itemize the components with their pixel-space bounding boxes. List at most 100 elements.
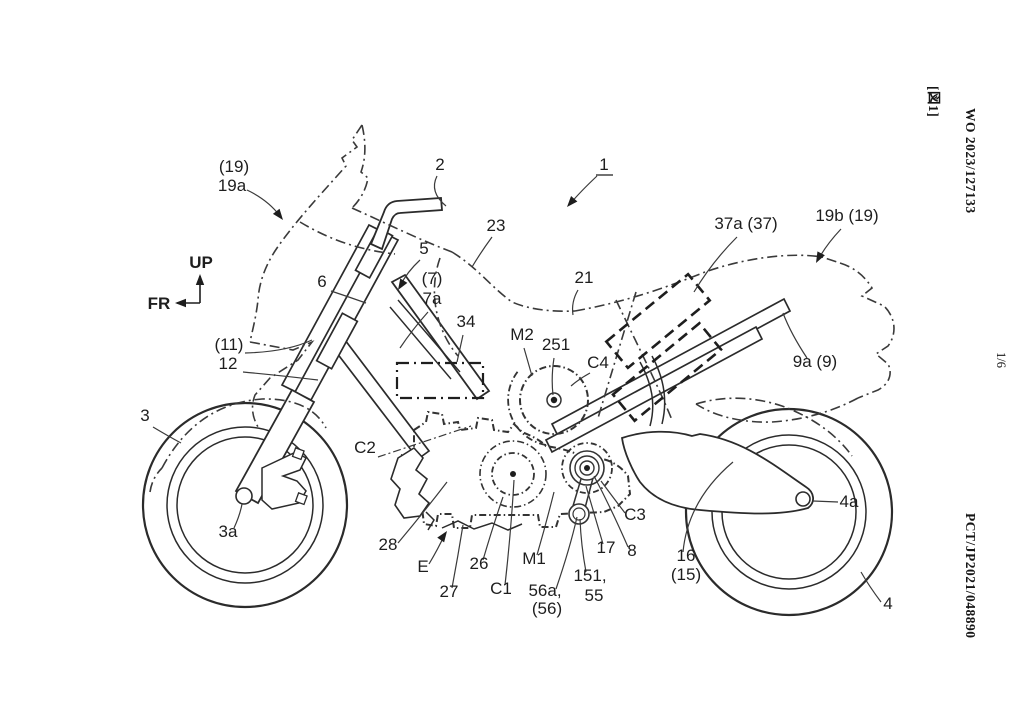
ref-55: 55 [585,586,604,605]
ref-3a: 3a [219,522,238,541]
arrowhead-19a [272,208,283,220]
seat-rail-lower [544,325,764,454]
figure-number-label: [図1] [926,86,941,117]
link-pivot-inner [572,507,586,521]
leader-27 [451,524,464,589]
rear-rim-outer [711,434,867,590]
ref-12: 12 [219,354,238,373]
leader-28 [397,481,448,544]
swingarm-body [621,430,814,515]
leader-7a [399,311,429,349]
leader-37a [693,236,738,293]
leader-12 [242,371,319,381]
front-wheel [141,401,349,609]
margin-text: [図1] WO 2023/127133 1/6 PCT/JP2021/04889… [926,86,1008,639]
leader-3 [152,426,182,444]
leader-21 [571,289,579,316]
arrowhead-19b [816,251,825,263]
caliper-tab-lower [294,492,308,506]
ref-4: 4 [883,594,892,613]
tail-bottom-edge [695,397,859,423]
link-arm [572,477,594,509]
ref-15: (15) [671,565,701,584]
ref-21: 21 [575,268,594,287]
orientation-legend: UP FR [148,253,213,313]
motor2-circle [519,365,589,435]
sheet-number: 1/6 [994,352,1008,368]
ref-7: (7) [422,269,443,288]
front-arrow-icon [175,298,186,308]
ref-17: 17 [597,538,616,557]
leader-4a [812,500,839,503]
ref-56: (56) [532,599,562,618]
component-box-37a-lower [611,321,723,423]
leader-4 [860,571,882,603]
leader-c4 [570,372,591,387]
arrowhead-e [437,531,447,543]
ref-28: 28 [379,535,398,554]
leader-8 [593,475,629,548]
leader-c1 [504,479,515,586]
axis-c3-center [584,465,590,471]
main-frame-spar [390,273,491,401]
ref-23: 23 [487,216,506,235]
ref-1: 1 [599,155,608,174]
front-tire [141,401,349,609]
leader-c3 [600,480,626,514]
up-arrow-icon [195,274,205,285]
ref-3: 3 [140,406,149,425]
fork-lower-slider [234,388,316,505]
windscreen-left-edge [249,124,363,343]
leader-11 [244,339,313,354]
ref-c1: C1 [490,579,512,598]
leader-151 [579,518,587,573]
link-pivot-outer [568,503,590,525]
leader-17 [585,485,604,545]
ref-m1: M1 [522,549,546,568]
axis-c1-center [510,471,516,477]
orientation-front-label: FR [148,294,171,313]
arrowhead-1 [567,195,578,207]
leader-34 [456,334,464,363]
leader-26 [482,496,504,561]
caliper-tab-upper [291,447,305,461]
ref-19b: 19b (19) [815,206,878,225]
sprocket-outer-circle [561,442,613,494]
front-axle [235,487,253,505]
leader-c2 [377,425,472,458]
leader-2 [433,175,447,207]
windscreen-right-edge [351,124,369,209]
ref-27: 27 [440,582,459,601]
ref-e: E [417,557,428,576]
frame-inner-tube [389,299,461,380]
ref-26: 26 [470,554,489,573]
leader-lines [152,175,882,603]
ref-19a: 19a [218,176,247,195]
handlebar [369,197,443,251]
leader-9a [782,312,808,359]
application-number: PCT/JP2021/048890 [963,513,978,639]
publication-number: WO 2023/127133 [963,108,978,214]
engine-hanger [390,446,431,519]
leader-23 [471,236,493,268]
leader-56a [555,516,578,590]
axis-c4-center [550,396,558,404]
component-box-34 [395,361,485,400]
ref-6: 6 [317,272,326,291]
bodywork [149,124,895,493]
ref-9a: 9a (9) [793,352,837,371]
frame [328,273,491,461]
leader-m2 [523,347,533,377]
ref-2: 2 [435,155,444,174]
rear-axle [795,491,811,507]
ref-16: 16 [677,546,696,565]
ref-151: 151, [573,566,606,585]
seat-tail-top [574,254,841,312]
ref-c2: C2 [354,438,376,457]
reference-labels: (19) 19a 2 1 23 5 6 (7) 7a 34 21 M2 251 … [140,155,892,618]
leader-3a [233,503,243,529]
ref-4a: 4a [840,492,859,511]
ref-8: 8 [627,541,636,560]
leader-19a [246,189,281,217]
